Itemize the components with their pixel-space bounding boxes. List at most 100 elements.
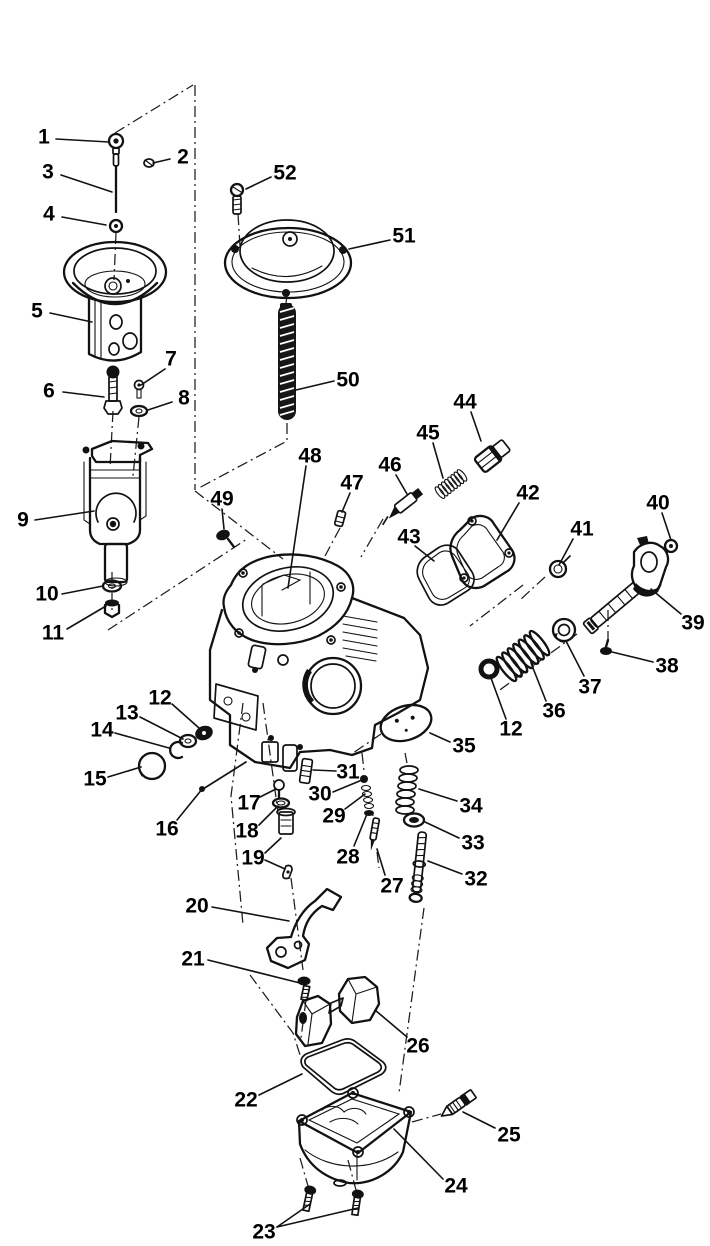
leader-line-2 — [152, 158, 171, 164]
leader-line-13 — [139, 716, 184, 740]
callout-3: 3 — [42, 161, 54, 184]
leader-line-24 — [393, 1128, 444, 1180]
callout-47: 47 — [340, 472, 363, 495]
leader-line-39 — [650, 588, 682, 615]
leader-line-25 — [462, 1111, 496, 1129]
callout-19: 19 — [241, 847, 264, 870]
leader-line-47 — [341, 492, 351, 513]
leader-line-9 — [34, 510, 95, 521]
callout-46: 46 — [378, 454, 401, 477]
leader-line-15 — [107, 766, 142, 778]
callout-26: 26 — [406, 1035, 429, 1058]
callout-43: 43 — [397, 526, 420, 549]
leader-line-30 — [332, 779, 363, 793]
leader-line-42 — [496, 502, 520, 541]
part-26-float — [294, 975, 381, 1048]
part-42-cover-plate — [449, 514, 516, 590]
callout-40: 40 — [646, 492, 669, 515]
part-15-cap — [137, 751, 167, 781]
leader-line-26 — [374, 1009, 408, 1038]
leader-line-49 — [221, 508, 225, 530]
part-35-diaphragm-disc — [379, 703, 433, 743]
callout-12r: 12 — [499, 718, 522, 741]
part-47-plug — [333, 509, 347, 528]
leader-line-33 — [424, 821, 460, 839]
part-39-throttle-shaft — [582, 536, 670, 635]
leader-line-3 — [60, 174, 113, 193]
leader-line-29 — [344, 793, 366, 810]
leader-line-23-2 — [276, 1207, 359, 1228]
callout-8: 8 — [178, 387, 190, 410]
callout-44: 44 — [453, 391, 477, 414]
callout-20: 20 — [185, 895, 208, 918]
part-6-bolt — [103, 365, 123, 415]
part-8-washer — [129, 404, 149, 418]
part-44-hex-plug — [473, 439, 511, 473]
leader-line-18 — [258, 805, 279, 826]
callout-10: 10 — [35, 583, 58, 606]
part-49-screw — [216, 529, 236, 549]
leader-line-28 — [353, 813, 368, 847]
callout-32: 32 — [464, 868, 487, 891]
leader-line-35 — [429, 732, 451, 743]
callout-22: 22 — [234, 1089, 257, 1112]
part-24-float-bowl — [296, 1087, 415, 1187]
leader-line-12r — [490, 677, 507, 720]
callout-17: 17 — [237, 792, 260, 815]
part-50-slide-spring — [278, 304, 296, 420]
callout-21: 21 — [181, 948, 205, 971]
callout-37: 37 — [578, 676, 601, 699]
part-1-diaphragm-screw — [107, 132, 125, 155]
callout-2: 2 — [177, 146, 189, 169]
part-29-spring — [360, 784, 375, 810]
callout-24: 24 — [444, 1175, 468, 1198]
callout-27: 27 — [380, 875, 403, 898]
callout-4: 4 — [43, 203, 55, 226]
callout-14: 14 — [90, 719, 114, 742]
part-4-needle-washer — [108, 218, 124, 234]
leader-line-27 — [376, 848, 386, 876]
part-32-drain-screw-long — [408, 831, 428, 904]
part-7-screw — [133, 379, 145, 399]
leader-line-12 — [171, 703, 200, 729]
callout-33: 33 — [461, 832, 484, 855]
leader-line-6 — [62, 391, 105, 398]
leader-line-52 — [245, 176, 272, 190]
part-46-needle-valve — [382, 487, 424, 526]
callout-7: 7 — [165, 348, 177, 371]
leader-line-10 — [61, 585, 104, 595]
callout-15: 15 — [83, 768, 107, 791]
part-30-ball — [360, 775, 368, 783]
part-22-bowl-gasket — [300, 1038, 387, 1096]
part-21-pivot-screw — [297, 976, 311, 1002]
part-37-seal — [551, 617, 577, 643]
leader-line-21 — [207, 959, 301, 984]
part-18-o-ring — [271, 797, 291, 809]
leader-line-46 — [395, 474, 408, 495]
leader-line-4 — [61, 216, 107, 226]
callout-48: 48 — [298, 445, 322, 468]
callout-25: 25 — [497, 1124, 521, 1147]
part-12-seal-left — [195, 725, 213, 741]
part-20-float-arm-bracket — [265, 887, 343, 970]
callout-36: 36 — [542, 700, 565, 723]
part-45-spring — [434, 469, 468, 499]
callout-1: 1 — [38, 126, 50, 149]
leader-line-1 — [55, 138, 110, 143]
leader-line-17 — [259, 788, 277, 798]
part-5-slide-diaphragm-assembly — [62, 240, 168, 362]
part-16-rod — [199, 761, 247, 792]
part-28-washer — [364, 810, 374, 816]
part-13-washer — [178, 733, 198, 749]
leader-line-19-2 — [264, 859, 286, 870]
callout-52: 52 — [273, 162, 296, 185]
leader-line-48 — [287, 465, 307, 589]
part-12-seal-ring-right — [478, 658, 500, 680]
leader-line-32 — [427, 860, 463, 875]
leader-line-11 — [66, 605, 107, 630]
part-11-nut — [103, 599, 121, 619]
callout-13: 13 — [115, 702, 138, 725]
callout-39: 39 — [681, 612, 704, 635]
leader-line-5 — [49, 312, 93, 323]
